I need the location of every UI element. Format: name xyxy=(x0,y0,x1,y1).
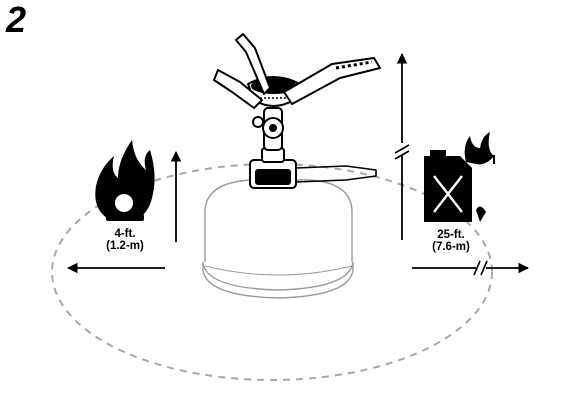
flame-icon xyxy=(95,140,155,221)
far-distance-label: 25-ft. (7.6-m) xyxy=(422,229,480,253)
near-distance-feet: 4-ft. xyxy=(114,228,136,240)
far-horizontal-arrow xyxy=(412,260,530,276)
near-distance-meters: (1.2-m) xyxy=(106,240,144,252)
fuel-can-icon xyxy=(424,132,495,222)
near-distance-label: 4-ft. (1.2-m) xyxy=(98,228,152,252)
stove-icon xyxy=(213,33,381,189)
step-number: 2 xyxy=(6,0,27,40)
far-distance-meters: (7.6-m) xyxy=(432,241,470,253)
far-distance-feet: 25-ft. xyxy=(437,229,465,241)
far-vertical-arrow xyxy=(394,52,410,240)
fuel-canister xyxy=(202,179,354,299)
